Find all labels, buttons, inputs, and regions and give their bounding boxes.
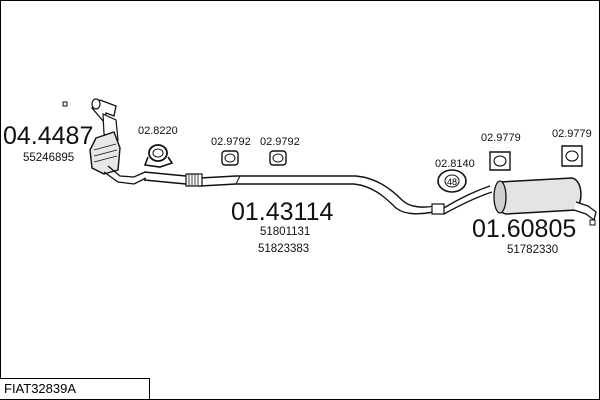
hanger-a-code: 02.9792	[211, 136, 251, 148]
clamp[interactable]	[143, 144, 174, 168]
rear-silencer-ref: 51782330	[507, 244, 558, 256]
catalytic-converter[interactable]	[62, 98, 147, 185]
hanger-b-code: 02.9792	[260, 136, 300, 148]
rear-hanger-b[interactable]	[561, 145, 583, 167]
catalyst-ref: 55246895	[23, 152, 74, 164]
rear-hanger-b-code: 02.9779	[552, 128, 592, 140]
ring-size-label: 48	[447, 177, 457, 187]
middle-pipe-ref-2: 51823383	[258, 243, 309, 255]
rear-silencer-code: 01.60805	[472, 215, 576, 243]
ring-code: 02.8140	[435, 158, 475, 170]
marker-square	[589, 219, 596, 226]
marker-square	[62, 101, 68, 107]
catalyst-code: 04.4487	[3, 122, 93, 150]
clamp-code: 02.8220	[138, 125, 178, 137]
rear-hanger-a-code: 02.9779	[481, 132, 521, 144]
rear-silencer[interactable]	[443, 177, 597, 226]
middle-pipe-code: 01.43114	[231, 198, 334, 226]
kit-code-label: FIAT32839A	[0, 378, 150, 399]
middle-pipe[interactable]	[143, 171, 445, 215]
rear-hanger-a[interactable]	[489, 151, 511, 171]
middle-pipe-ref-1: 51801131	[260, 226, 310, 238]
sealing-ring[interactable]: 48	[437, 169, 467, 193]
rubber-hanger-a[interactable]	[221, 150, 239, 166]
rubber-hanger-b[interactable]	[269, 150, 287, 166]
